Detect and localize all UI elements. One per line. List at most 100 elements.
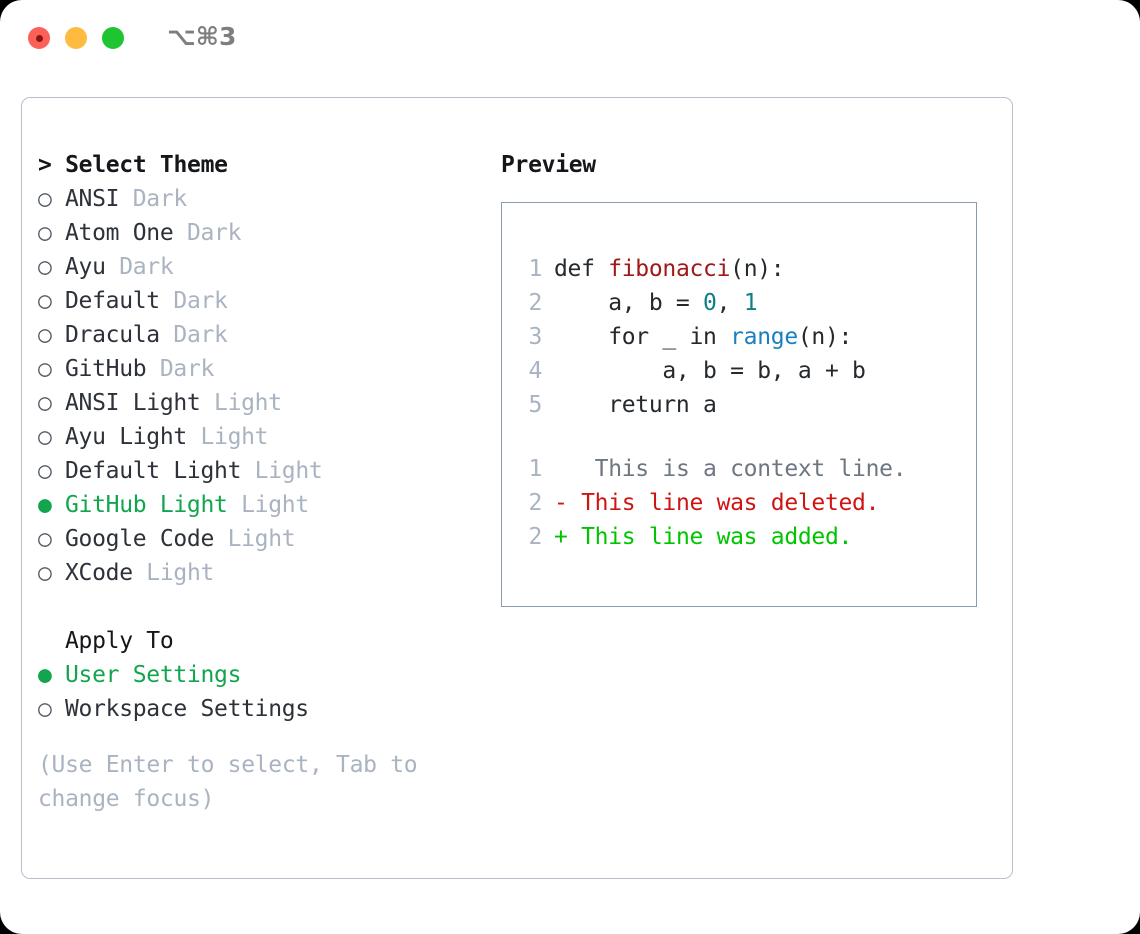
apply-to-list[interactable]: ● User Settings ○ Workspace Settings bbox=[38, 658, 498, 726]
code-token-plain: for _ in bbox=[554, 324, 731, 350]
title-bar: ⌥⌘3 bbox=[0, 0, 1140, 76]
radio-unselected-icon: ○ bbox=[38, 560, 52, 586]
code-token-num: 1 bbox=[743, 290, 758, 316]
radio-unselected-icon: ○ bbox=[38, 220, 52, 246]
diff-line-del: 2- This line was deleted. bbox=[520, 486, 906, 520]
code-token-plain: a, b = bbox=[554, 290, 704, 316]
diff-text: This is a context line. bbox=[567, 456, 907, 482]
line-number: 2 bbox=[528, 524, 542, 550]
diff-sign: - bbox=[554, 490, 568, 516]
select-theme-heading: > Select Theme bbox=[38, 152, 228, 178]
radio-unselected-icon: ○ bbox=[38, 390, 52, 416]
theme-option-label: Atom One bbox=[65, 220, 174, 246]
theme-variant-tag: Light bbox=[132, 560, 215, 586]
theme-option-github[interactable]: ○ GitHub Dark bbox=[38, 352, 498, 386]
theme-option-label: ANSI Light bbox=[65, 390, 201, 416]
close-window-button[interactable] bbox=[28, 27, 50, 49]
code-token-num: 0 bbox=[703, 290, 717, 316]
list-spacer bbox=[38, 590, 498, 624]
code-token-plain: return a bbox=[554, 392, 717, 418]
code-line: 4 a, b = b, a + b bbox=[520, 354, 866, 388]
theme-option-ansi-light[interactable]: ○ ANSI Light Light bbox=[38, 386, 498, 420]
radio-unselected-icon: ○ bbox=[38, 424, 52, 450]
minimize-window-button[interactable] bbox=[65, 27, 87, 49]
code-token-call: range bbox=[730, 324, 798, 350]
line-number: 2 bbox=[528, 490, 542, 516]
keyboard-shortcut-label: ⌥⌘3 bbox=[167, 22, 237, 51]
radio-selected-icon: ● bbox=[38, 662, 52, 688]
main-panel: > Select Theme ○ANSI Dark○Atom One Dark○… bbox=[21, 97, 1013, 879]
apply-to-option-label: Workspace Settings bbox=[65, 696, 309, 722]
theme-option-xcode[interactable]: ○ XCode Light bbox=[38, 556, 498, 590]
line-number: 2 bbox=[528, 290, 542, 316]
radio-unselected-icon: ○ bbox=[38, 288, 52, 314]
line-number: 1 bbox=[528, 256, 542, 282]
diff-line-add: 2 + This line was added. bbox=[520, 520, 906, 554]
diff-sample: 1 This is a context line.2- This line wa… bbox=[520, 452, 906, 554]
code-token-func: fibonacci bbox=[608, 256, 731, 282]
code-token-plain: (n): bbox=[797, 324, 853, 350]
radio-unselected-icon: ○ bbox=[38, 696, 52, 722]
theme-variant-tag: Dark bbox=[146, 356, 215, 382]
theme-option-default[interactable]: ○Default Dark bbox=[38, 284, 498, 318]
line-number: 3 bbox=[528, 324, 542, 350]
diff-text: This line was deleted. bbox=[567, 490, 880, 516]
radio-unselected-icon: ○ bbox=[38, 356, 52, 382]
panel-columns: > Select Theme ○ANSI Dark○Atom One Dark○… bbox=[22, 98, 1012, 878]
theme-option-label: GitHub bbox=[65, 356, 147, 382]
apply-to-heading: Apply To bbox=[65, 628, 174, 654]
apply-to-option-user-settings[interactable]: ● User Settings bbox=[38, 658, 498, 692]
theme-variant-tag: Light bbox=[214, 526, 296, 552]
theme-option-label: ANSI bbox=[65, 186, 120, 212]
traffic-light-group bbox=[28, 27, 124, 49]
code-line: 2 a, b = 0, 1 bbox=[520, 286, 866, 320]
theme-option-default-light[interactable]: ○ Default Light Light bbox=[38, 454, 498, 488]
code-line: 5 return a bbox=[520, 388, 866, 422]
theme-option-label: Ayu Light bbox=[65, 424, 187, 450]
apply-to-option-workspace-settings[interactable]: ○ Workspace Settings bbox=[38, 692, 498, 726]
diff-sign: + bbox=[554, 524, 568, 550]
line-number: 5 bbox=[528, 392, 542, 418]
theme-option-atom-one[interactable]: ○ Atom One Dark bbox=[38, 216, 498, 250]
theme-option-google-code[interactable]: ○ Google Code Light bbox=[38, 522, 498, 556]
zoom-window-button[interactable] bbox=[102, 27, 124, 49]
radio-unselected-icon: ○ bbox=[38, 526, 52, 552]
theme-variant-tag: Dark bbox=[105, 254, 174, 280]
theme-variant-tag: Dark bbox=[159, 322, 228, 348]
theme-option-label: Default Light bbox=[65, 458, 242, 484]
theme-variant-tag: Light bbox=[186, 424, 269, 450]
theme-picker-column: > Select Theme ○ANSI Dark○Atom One Dark○… bbox=[38, 148, 498, 816]
radio-unselected-icon: ○ bbox=[38, 458, 52, 484]
preview-heading: Preview bbox=[501, 152, 596, 178]
radio-unselected-icon: ○ bbox=[38, 254, 52, 280]
theme-variant-tag: Dark bbox=[159, 288, 228, 314]
theme-option-label: GitHub Light bbox=[65, 492, 228, 518]
theme-option-github-light[interactable]: ●GitHub Light Light bbox=[38, 488, 498, 522]
theme-option-ayu-light[interactable]: ○ Ayu Light Light bbox=[38, 420, 498, 454]
diff-text: This line was added. bbox=[567, 524, 853, 550]
diff-sign bbox=[554, 456, 568, 482]
theme-option-dracula[interactable]: ○Dracula Dark bbox=[38, 318, 498, 352]
theme-option-label: Dracula bbox=[65, 322, 160, 348]
theme-variant-tag: Dark bbox=[173, 220, 242, 246]
diff-line-ctx: 1 This is a context line. bbox=[520, 452, 906, 486]
theme-variant-tag: Dark bbox=[119, 186, 188, 212]
theme-option-label: XCode bbox=[65, 560, 133, 586]
theme-option-ayu[interactable]: ○Ayu Dark bbox=[38, 250, 498, 284]
theme-list[interactable]: ○ANSI Dark○Atom One Dark○Ayu Dark○Defaul… bbox=[38, 182, 498, 590]
radio-unselected-icon: ○ bbox=[38, 186, 52, 212]
code-token-plain: a, b = b, a + b bbox=[554, 358, 866, 384]
theme-variant-tag: Light bbox=[241, 458, 323, 484]
theme-option-label: Google Code bbox=[65, 526, 215, 552]
line-number: 4 bbox=[528, 358, 542, 384]
code-line: 3 for _ in range(n): bbox=[520, 320, 866, 354]
apply-to-option-label: User Settings bbox=[65, 662, 242, 688]
keyboard-hint-text: (Use Enter to select, Tab to change focu… bbox=[38, 752, 418, 812]
theme-variant-tag: Light bbox=[200, 390, 282, 416]
theme-option-ansi[interactable]: ○ ANSI Dark bbox=[38, 182, 498, 216]
